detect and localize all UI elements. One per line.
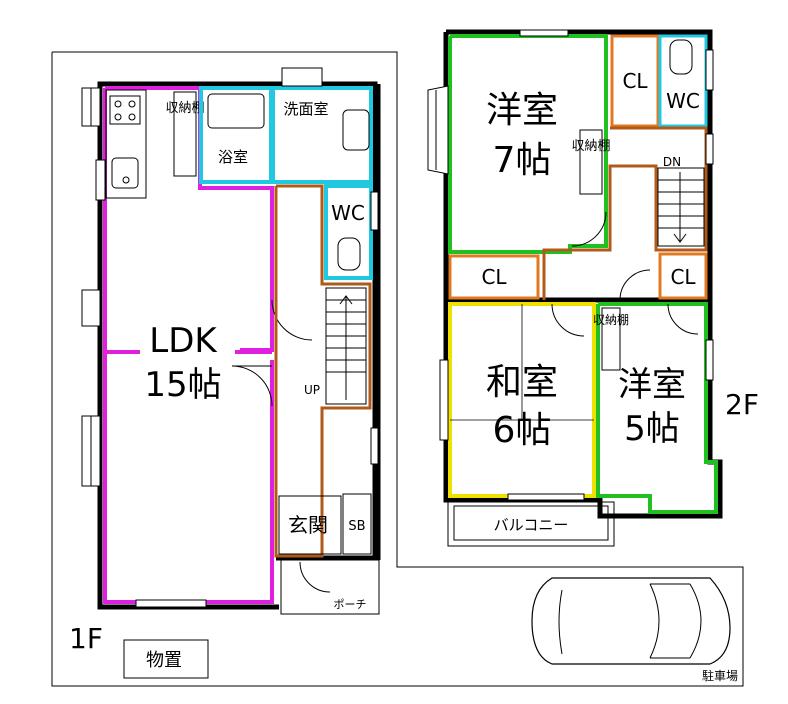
window-icon [705, 133, 714, 165]
entrance-label: 玄関 [288, 513, 328, 537]
stairs-2f [657, 167, 705, 247]
storage-shelf-1f [173, 91, 197, 177]
stairs-up-label: UP [304, 383, 320, 397]
door-swing-icon [551, 303, 585, 337]
burner-icon [128, 113, 136, 121]
balcony-label: バルコニー [494, 516, 569, 534]
wc-2f-label: WC [666, 89, 700, 113]
window-icon [519, 29, 569, 37]
wc-1f-outline [324, 184, 373, 280]
door-swing-icon [299, 561, 331, 593]
storage-shelf-2f-a-label: 収納棚 [571, 139, 610, 154]
bath-outline [199, 86, 273, 184]
stove-icon [109, 95, 141, 125]
western-room-7-name: 洋室 [486, 90, 558, 131]
toilet-icon [337, 237, 361, 271]
sink-drain-icon [122, 176, 130, 184]
burner-icon [114, 100, 122, 108]
bath-label: 浴室 [218, 148, 248, 166]
site-boundary [51, 51, 744, 687]
washbasin-icon [342, 109, 370, 151]
bay-window-icon [427, 85, 449, 175]
floor2-label: 2F [725, 388, 759, 421]
hall-outline [274, 184, 372, 558]
door-swing-icon [571, 211, 607, 247]
washroom-label: 洗面室 [283, 100, 328, 118]
window-icon [439, 359, 449, 441]
western-room-5-name: 洋室 [618, 365, 686, 405]
kitchen-counter [105, 89, 147, 199]
ldk-size: 15帖 [144, 365, 221, 405]
closet-top-label: CL [622, 69, 648, 93]
window-icon [281, 67, 323, 87]
window-icon [705, 339, 714, 381]
parking-label: 駐車場 [702, 668, 738, 683]
burner-icon [114, 113, 122, 121]
stairs-1f [325, 287, 367, 405]
car-icon [531, 577, 731, 665]
hall-2f-outline [542, 126, 708, 300]
shed-label: 物置 [146, 650, 182, 671]
toilet-icon [669, 39, 693, 75]
floor1-label: 1F [69, 622, 103, 655]
window-icon [95, 159, 106, 201]
wc-1f-label: WC [331, 201, 365, 225]
porch-label: ポーチ [334, 598, 367, 611]
closet-left-label: CL [481, 265, 507, 289]
washroom-outline [271, 86, 373, 184]
closet-top-outline [610, 34, 660, 128]
stairs-down-label: DN [663, 155, 681, 169]
porch-outline [280, 559, 380, 615]
window-icon [81, 289, 101, 327]
balcony-outline [447, 501, 615, 547]
window-icon [705, 49, 714, 91]
storage-shelf-2f-b [601, 307, 621, 371]
ldk-name: LDK [149, 321, 218, 361]
western-room-7-size: 7帖 [493, 140, 552, 181]
door-swing-icon [667, 303, 699, 335]
storage-shelf-2f-b-label: 収納棚 [593, 312, 629, 327]
window-icon [370, 191, 379, 231]
japanese-room-6-name: 和室 [486, 362, 558, 403]
floor2-outer-wall-top [446, 29, 713, 303]
burner-icon [128, 100, 136, 108]
window-icon [370, 427, 379, 465]
shoe-box [342, 493, 372, 555]
closet-right-outline [658, 252, 708, 300]
closet-left-outline [448, 254, 540, 300]
porch-cutout [279, 558, 379, 610]
shoe-box-label: SB [348, 519, 365, 534]
entrance-outline [278, 495, 342, 555]
sink-icon [111, 157, 139, 189]
window-icon [135, 599, 207, 608]
storage-shelf-2f-a [579, 129, 603, 195]
door-swing-icon [619, 269, 651, 301]
window-icon [507, 493, 585, 501]
closet-right-label: CL [670, 265, 696, 289]
door-swing-icon [231, 365, 273, 407]
western-room-5-size: 5帖 [624, 409, 680, 449]
shed-outline [123, 639, 209, 679]
balcony-inner [453, 505, 609, 541]
bathtub-icon [207, 93, 265, 129]
storage-shelf-1f-label: 収納棚 [165, 101, 204, 116]
door-swing-icon [271, 299, 313, 341]
western-room-7-outline [448, 34, 608, 254]
floor1-outer-wall [97, 81, 378, 610]
japanese-room-6-size: 6帖 [493, 410, 552, 451]
